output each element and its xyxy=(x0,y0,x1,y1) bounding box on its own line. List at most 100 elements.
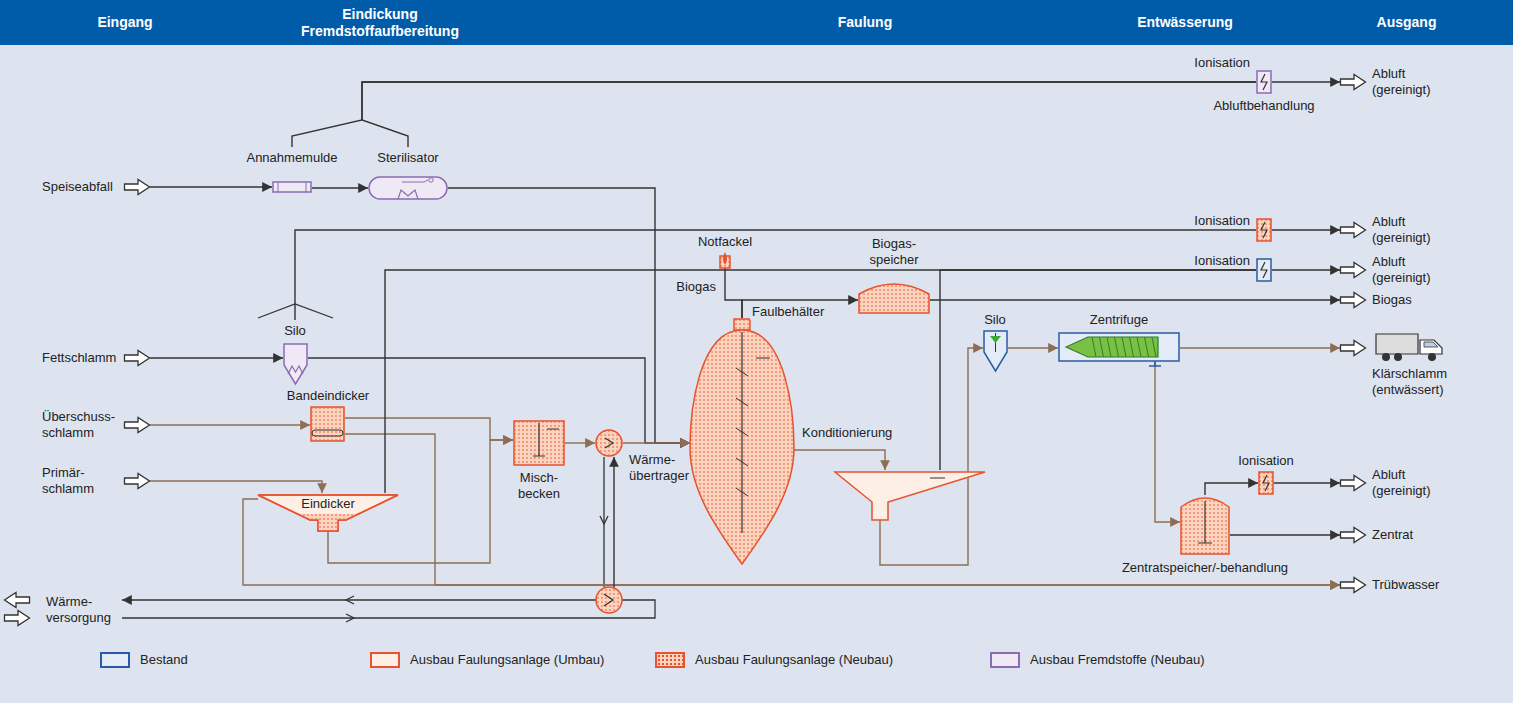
output-arrow-symbol xyxy=(1340,74,1366,90)
flow-connector xyxy=(1272,269,1340,270)
node-label: Ionisation xyxy=(1192,213,1252,229)
shape-part xyxy=(429,178,433,182)
flow-connector xyxy=(385,270,1256,493)
shape-part xyxy=(278,182,306,192)
legend-swatch xyxy=(370,652,400,668)
node-label: Sterilisator xyxy=(375,150,440,166)
shape-part xyxy=(1100,337,1104,357)
flow-connector xyxy=(1155,362,1180,522)
shape-part xyxy=(1066,337,1158,357)
shape-part xyxy=(1261,74,1267,90)
flow-connector xyxy=(1180,347,1340,348)
shape-part xyxy=(835,472,985,520)
equipment-symbol xyxy=(283,343,308,385)
receiving-trough: Annahmemulde xyxy=(272,181,312,193)
legend-item: Ausbau Fremdstoffe (Neubau) xyxy=(990,652,1205,668)
node-label: Zentratspeicher/-behandlung xyxy=(1120,560,1290,576)
block-arrow xyxy=(1341,223,1366,238)
shape-part xyxy=(514,421,564,465)
flow-connector xyxy=(150,424,310,425)
column-header: Eindickung Fremdstoffaufbereitung xyxy=(250,0,510,45)
node-label: Zentrifuge xyxy=(1088,312,1151,328)
legend-text: Ausbau Faulungsanlage (Umbau) xyxy=(410,652,604,668)
shape-part xyxy=(258,495,398,531)
node-label: Klärschlamm (entwässert) xyxy=(1372,366,1454,398)
block-arrow xyxy=(5,593,30,608)
shape-part xyxy=(1424,342,1438,347)
flow-connector xyxy=(1272,229,1340,230)
shape-part xyxy=(284,344,307,384)
input-arrow-symbol xyxy=(124,179,150,195)
shape-part xyxy=(756,358,770,359)
flow-connector xyxy=(295,230,1256,320)
node-label: Ausgang xyxy=(1377,14,1437,31)
output-arrow-symbol xyxy=(1340,527,1366,543)
shape-part xyxy=(1122,337,1126,357)
stream-label: Biogas xyxy=(674,279,718,295)
legend-text: Ausbau Faulungsanlage (Neubau) xyxy=(695,652,893,668)
flow-mark xyxy=(600,516,608,524)
shape-part xyxy=(1261,262,1267,278)
flow-connector xyxy=(362,82,1256,147)
block-arrow xyxy=(1341,341,1366,356)
shape-part xyxy=(1257,219,1271,241)
node-label: Wärme- übertrager xyxy=(627,452,691,484)
ionisation-unit: Ionisation xyxy=(1256,218,1272,242)
output-arrow-symbol xyxy=(1340,262,1366,278)
node-label: Speiseabfall xyxy=(42,179,124,195)
node-label: Silo xyxy=(282,323,308,339)
shape-part xyxy=(930,478,945,479)
input-arrow: Primär- schlamm xyxy=(42,465,150,497)
node-label: Konditionierung xyxy=(800,425,894,441)
shape-part xyxy=(1181,498,1229,554)
equipment-symbol xyxy=(1180,495,1230,555)
legend-text: Ausbau Fremdstoffe (Neubau) xyxy=(1030,652,1205,668)
gas-holder: Biogas- speicher xyxy=(858,280,930,314)
node-label: Zentrat xyxy=(1372,527,1413,543)
shape-part xyxy=(1198,501,1212,543)
equipment-symbol xyxy=(310,406,345,442)
input-arrow-symbol xyxy=(124,417,150,433)
output-arrow-symbol xyxy=(4,592,30,608)
shape-part xyxy=(1130,337,1134,357)
node-label: Ionisation xyxy=(1192,253,1252,269)
shape-part xyxy=(311,407,344,441)
column-header: Eingang xyxy=(0,0,250,45)
flow-connector xyxy=(345,434,1340,585)
shape-part xyxy=(1149,361,1161,366)
block-arrow xyxy=(1341,528,1366,543)
silo: Silo xyxy=(283,343,308,385)
heat-return-line xyxy=(122,600,655,618)
output-arrow: Trübwasser xyxy=(1340,577,1439,593)
wheel xyxy=(1428,353,1436,361)
node-label: Silo xyxy=(982,312,1008,328)
output-arrow: Abluft (gereinigt) xyxy=(1340,254,1452,286)
heat-exchanger-mark xyxy=(604,594,613,606)
flow-connector xyxy=(448,188,690,443)
equipment-symbol xyxy=(1256,218,1272,242)
node-label: Entwässerung xyxy=(1137,14,1233,31)
flow-connector xyxy=(1230,534,1340,535)
node-label: Wärme- versorgung xyxy=(46,594,122,626)
shape-part xyxy=(1261,222,1267,238)
ionisation-unit: Ionisation xyxy=(1256,258,1272,282)
truck-icon xyxy=(1374,330,1446,362)
shape-part xyxy=(1259,472,1273,494)
shape-part xyxy=(690,330,794,564)
flow-connector xyxy=(880,348,983,565)
shape-part xyxy=(1107,337,1111,357)
flow-connector xyxy=(312,187,368,188)
equipment-symbol xyxy=(595,429,623,457)
shape-part xyxy=(723,252,727,265)
column-header: Ausgang xyxy=(1300,0,1513,45)
output-arrow: Zentrat xyxy=(1340,527,1413,543)
input-arrow: Fettschlamm xyxy=(42,350,150,366)
block-arrow xyxy=(5,611,30,626)
output-arrow: Abluft (gereinigt) xyxy=(1340,66,1452,98)
flow-connector xyxy=(725,268,742,318)
legend-swatch xyxy=(100,652,130,668)
legend-text: Bestand xyxy=(140,652,188,668)
shape-part xyxy=(859,284,929,313)
flow-connector xyxy=(292,82,1256,147)
flow-connector xyxy=(243,499,1340,585)
